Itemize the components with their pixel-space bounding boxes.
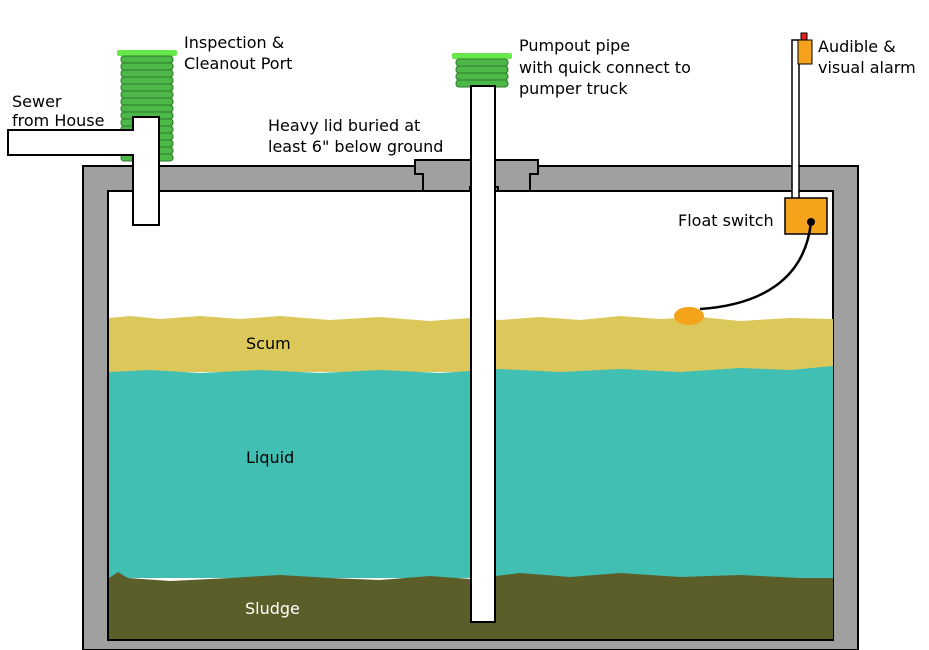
alarm-label-line1: Audible & bbox=[818, 37, 896, 56]
pumpout-label-line3: pumper truck bbox=[519, 79, 628, 98]
inspection-label-line1: Inspection & bbox=[184, 33, 284, 52]
alarm-box-icon bbox=[797, 32, 813, 65]
inspection-label-line2: Cleanout Port bbox=[184, 54, 292, 73]
lid-label-line1: Heavy lid buried at bbox=[268, 116, 420, 135]
sludge-label: Sludge bbox=[245, 599, 300, 618]
inspection-riser-icon bbox=[117, 50, 177, 162]
pumpout-label-line1: Pumpout pipe bbox=[519, 36, 630, 55]
switch-box-icon bbox=[784, 197, 828, 235]
pumpout-riser-icon bbox=[452, 53, 512, 88]
lid-label-line2: least 6" below ground bbox=[268, 137, 443, 156]
sewer-inlet-pipe bbox=[7, 116, 160, 226]
sewer-label-line1: Sewer bbox=[12, 92, 62, 111]
pumpout-label-line2: with quick connect to bbox=[519, 58, 691, 77]
alarm-label-line2: visual alarm bbox=[818, 58, 916, 77]
float-switch-label: Float switch bbox=[678, 211, 774, 230]
float-ball-icon bbox=[674, 307, 704, 325]
float-cable bbox=[699, 221, 813, 311]
scum-label: Scum bbox=[246, 334, 291, 353]
sewer-label-line2: from House bbox=[12, 111, 104, 130]
pumpout-pipe bbox=[470, 85, 496, 623]
liquid-label: Liquid bbox=[246, 448, 294, 467]
